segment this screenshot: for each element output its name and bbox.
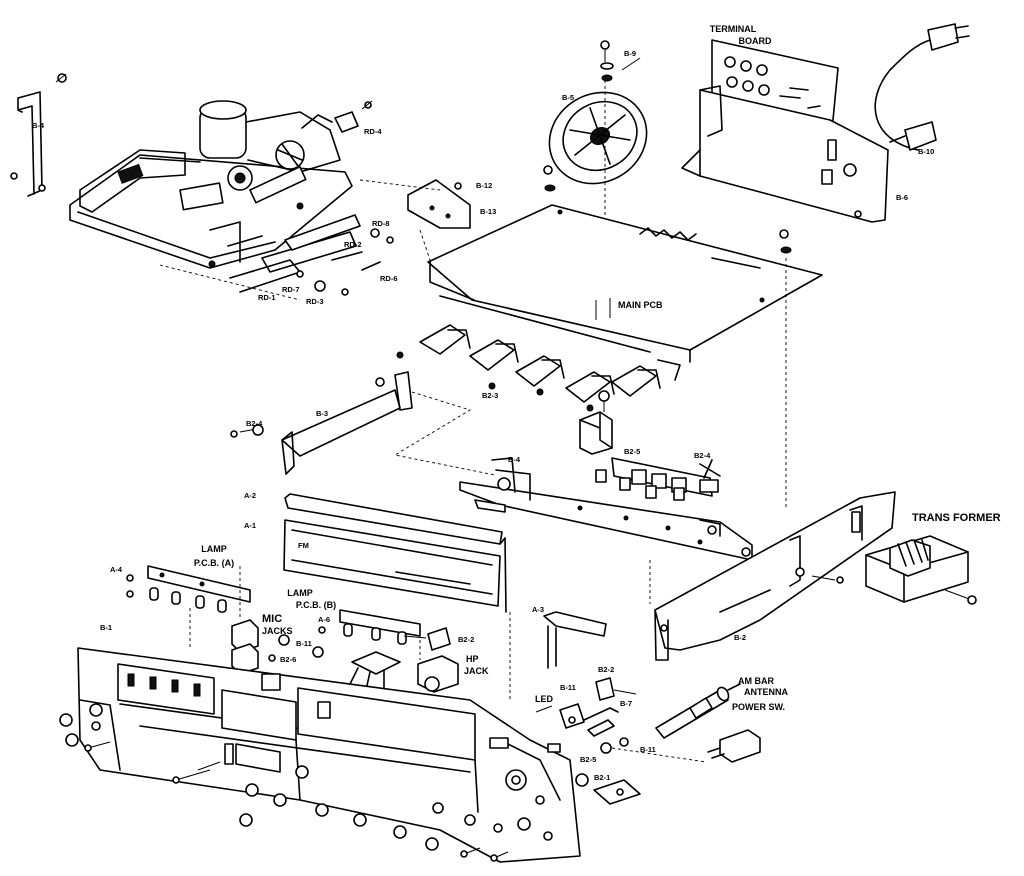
assembly-guides bbox=[159, 179, 651, 700]
ref-b2-3: B2-3 bbox=[482, 391, 498, 400]
ref-rd7: RD-7 bbox=[282, 285, 300, 294]
label-terminal-board-1: TERMINAL bbox=[710, 24, 757, 34]
label-main-pcb: MAIN PCB bbox=[618, 300, 663, 310]
cassette-mechanism bbox=[69, 100, 373, 269]
ref-a4: A-4 bbox=[110, 565, 123, 574]
ref-b2-4-left: B2-4 bbox=[246, 419, 263, 428]
hp-jack-assembly bbox=[349, 627, 459, 693]
small-coil-block bbox=[579, 390, 613, 455]
mic-jacks bbox=[231, 619, 324, 675]
ref-b11-led: B-11 bbox=[560, 683, 576, 692]
ref-b4-top: B-4 bbox=[32, 121, 45, 130]
ref-b2-5-bottom: B2-5 bbox=[580, 755, 596, 764]
bracket-b3 bbox=[230, 371, 496, 476]
label-am-bar-2: ANTENNA bbox=[744, 687, 788, 697]
label-lamp-pcb-b-1: LAMP bbox=[287, 588, 313, 598]
pulley-b5 bbox=[543, 40, 648, 300]
label-lamp-pcb-b-2: P.C.B. (B) bbox=[296, 600, 336, 610]
ref-rd8: RD-8 bbox=[372, 219, 390, 228]
main-pcb bbox=[427, 204, 823, 510]
ref-b7: B-7 bbox=[620, 699, 632, 708]
label-hp-jack-2: JACK bbox=[464, 666, 489, 676]
bracket-b4-middle bbox=[459, 457, 753, 561]
ref-a6: A-6 bbox=[318, 615, 330, 624]
ref-b2-6: B2-6 bbox=[280, 655, 296, 664]
label-lamp-pcb-a-1: LAMP bbox=[201, 544, 227, 554]
ref-b2-1: B2-1 bbox=[594, 773, 610, 782]
label-power-sw: POWER SW. bbox=[732, 702, 785, 712]
potentiometer-row bbox=[396, 324, 681, 412]
label-mic-jacks-2: JACKS bbox=[262, 626, 293, 636]
ref-b2-5: B2-5 bbox=[624, 447, 640, 456]
ref-b2: B-2 bbox=[734, 633, 746, 642]
transformer bbox=[865, 535, 977, 605]
ref-b11-left: B-11 bbox=[296, 639, 312, 648]
ref-b6: B-6 bbox=[896, 193, 908, 202]
ref-b4-mid: B-4 bbox=[508, 455, 521, 464]
ref-rd4: RD-4 bbox=[364, 127, 382, 136]
ref-b5: B-5 bbox=[562, 93, 574, 102]
label-hp-jack-1: HP bbox=[466, 654, 479, 664]
ref-b2-4-right: B2-4 bbox=[694, 451, 711, 460]
dial-scale bbox=[283, 493, 507, 613]
label-trans-former: TRANS FORMER bbox=[912, 512, 1001, 524]
diagram-labels: TERMINAL BOARD MAIN PCB TRANS FORMER LAM… bbox=[32, 24, 1001, 782]
label-lamp-pcb-a-2: P.C.B. (A) bbox=[194, 558, 234, 568]
power-switch bbox=[611, 729, 761, 763]
terminal-board bbox=[681, 39, 889, 223]
ref-b3: B-3 bbox=[316, 409, 328, 418]
chassis-b2 bbox=[654, 491, 896, 661]
label-mic-jacks-1: MIC bbox=[262, 613, 282, 625]
bracket-b4 bbox=[10, 73, 67, 197]
lamp-pcb-a bbox=[126, 565, 251, 613]
ref-b12: B-12 bbox=[476, 181, 492, 190]
ref-b10: B-10 bbox=[918, 147, 934, 156]
ref-a1: A-1 bbox=[244, 521, 256, 530]
ref-b9: B-9 bbox=[624, 49, 636, 58]
ref-a2: A-2 bbox=[244, 491, 256, 500]
ref-b13: B-13 bbox=[480, 207, 496, 216]
front-panel-b1 bbox=[77, 647, 589, 863]
ref-b11-bottom: B-11 bbox=[640, 745, 656, 754]
am-bar-antenna bbox=[655, 683, 741, 739]
ref-rd1: RD-1 bbox=[258, 293, 276, 302]
bracket-b12 bbox=[407, 179, 471, 229]
knob-row bbox=[59, 713, 509, 862]
lamp-pcb-b bbox=[318, 609, 421, 645]
label-am-bar-1: AM BAR bbox=[738, 676, 774, 686]
ref-rd3: RD-3 bbox=[306, 297, 324, 306]
label-fm: FM bbox=[298, 541, 309, 550]
ref-rd6: RD-6 bbox=[380, 274, 398, 283]
label-terminal-board-2: BOARD bbox=[739, 36, 772, 46]
led-parts bbox=[535, 677, 637, 754]
ref-a3: A-3 bbox=[532, 605, 544, 614]
power-cord-b10 bbox=[874, 23, 970, 151]
bracket-a3 bbox=[543, 611, 607, 669]
rd-parts bbox=[229, 111, 394, 296]
ref-b2-2: B2-2 bbox=[458, 635, 474, 644]
ref-rd2: RD-2 bbox=[344, 240, 362, 249]
ref-b1: B-1 bbox=[100, 623, 112, 632]
ref-b2-2-right: B2-2 bbox=[598, 665, 614, 674]
plate-b2-1 bbox=[593, 779, 641, 805]
switch-cluster-b2-5 bbox=[595, 457, 721, 501]
label-led: LED bbox=[535, 694, 554, 704]
